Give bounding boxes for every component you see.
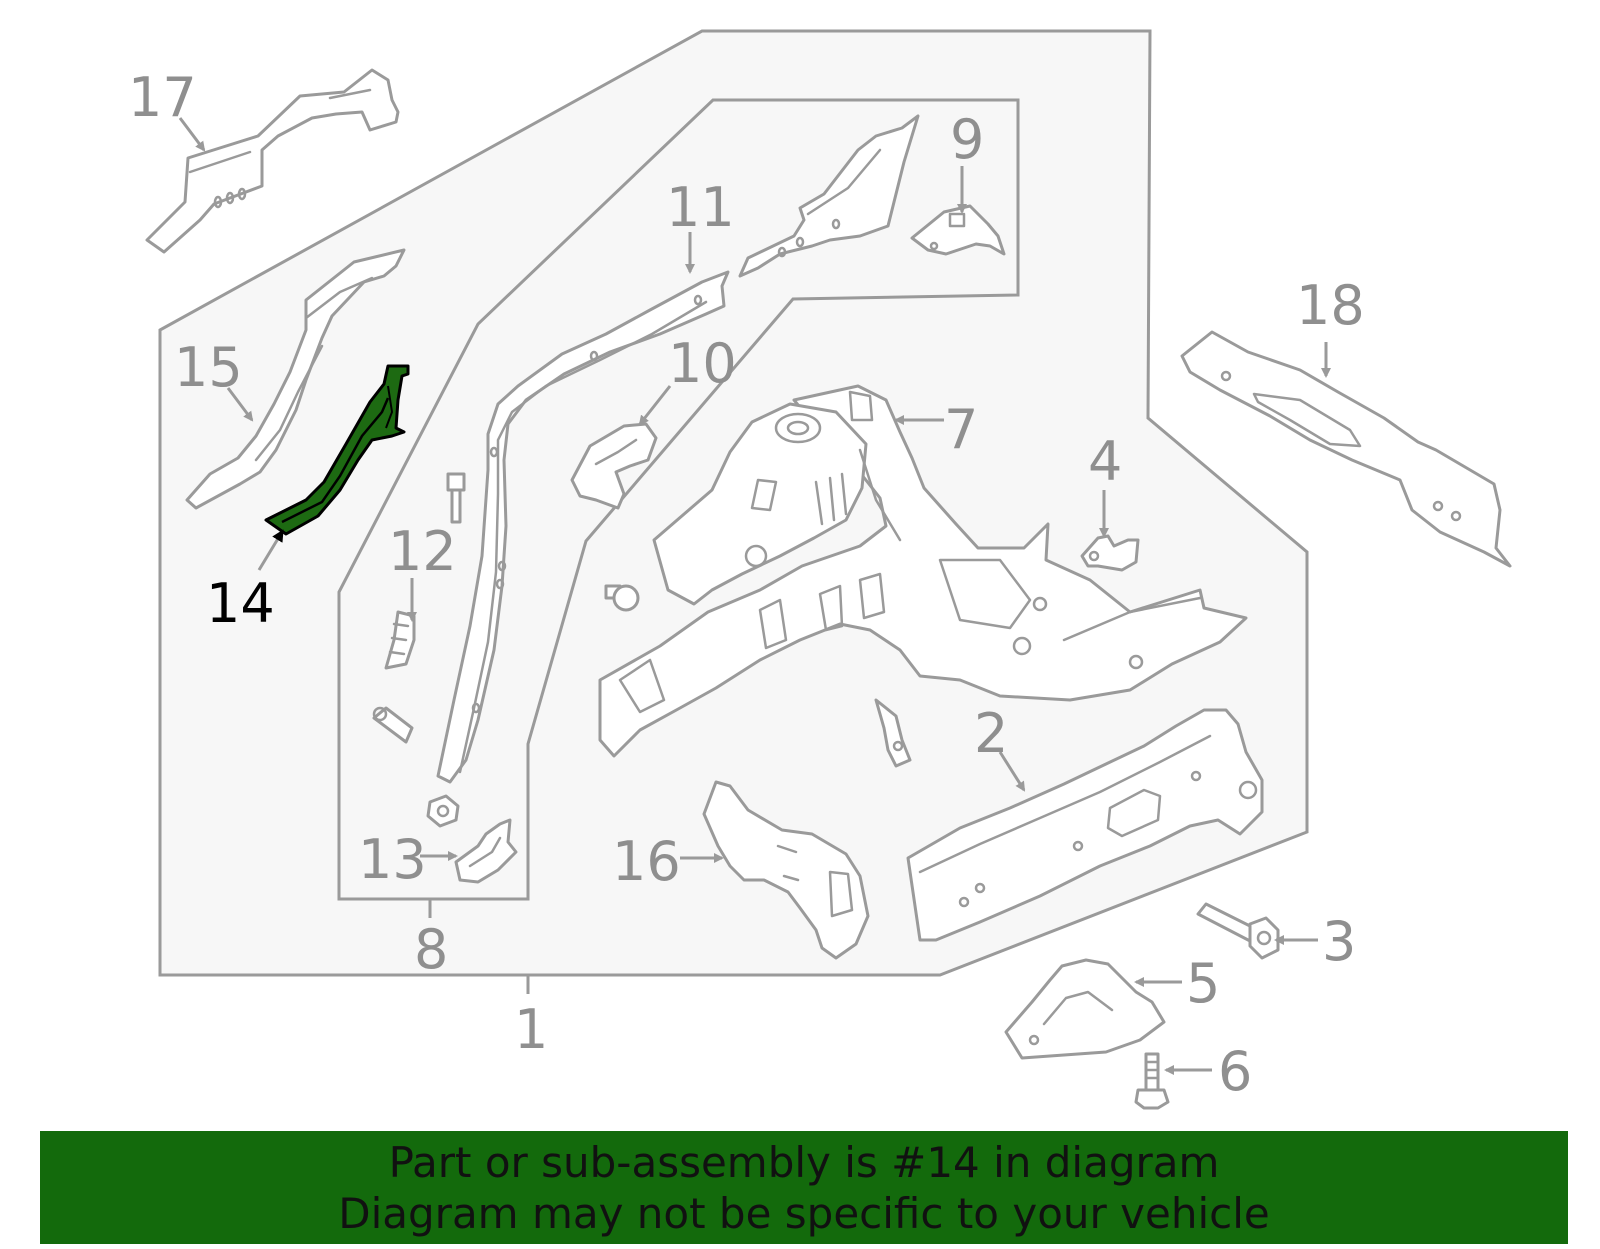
callout-16: 16 xyxy=(612,830,681,893)
callout-18: 18 xyxy=(1296,274,1365,337)
leader-17 xyxy=(178,117,206,152)
part-10-bracket xyxy=(570,422,658,510)
fastener-bolt-middle xyxy=(604,584,640,612)
callout-10: 10 xyxy=(668,332,737,395)
callout-7: 7 xyxy=(944,398,978,461)
leader-14 xyxy=(257,529,284,571)
info-banner: Part or sub-assembly is #14 in diagram D… xyxy=(40,1131,1568,1244)
callout-13: 13 xyxy=(358,828,427,891)
part-2-side-member xyxy=(906,708,1264,942)
callout-17: 17 xyxy=(128,66,197,129)
part-3-bolt xyxy=(1196,902,1280,960)
fastener-nut xyxy=(426,794,460,828)
part-small-bracket xyxy=(874,698,912,768)
callout-3: 3 xyxy=(1322,910,1356,973)
callout-9: 9 xyxy=(950,108,984,171)
fastener-bolt-upper xyxy=(446,472,466,524)
part-5-bracket xyxy=(1004,958,1166,1060)
leader-2 xyxy=(998,751,1026,792)
callout-15: 15 xyxy=(174,336,243,399)
callout-11: 11 xyxy=(666,176,735,239)
subassembly-8-panel xyxy=(337,98,1020,901)
part-upper-pillar-piece xyxy=(738,114,920,278)
callout-8: 8 xyxy=(414,918,448,981)
callout-14: 14 xyxy=(206,572,275,635)
leader-15 xyxy=(226,387,254,422)
banner-line-1: Part or sub-assembly is #14 in diagram xyxy=(388,1137,1220,1187)
part-14-highlighted-reinforcement xyxy=(264,364,410,536)
part-16-support-bracket xyxy=(702,780,870,960)
callout-6: 6 xyxy=(1218,1040,1252,1103)
fastener-clip xyxy=(372,706,414,744)
callout-1: 1 xyxy=(514,998,548,1061)
part-18-cross-member xyxy=(1180,330,1512,568)
callout-2: 2 xyxy=(974,702,1008,765)
callout-5: 5 xyxy=(1186,952,1220,1015)
callout-12: 12 xyxy=(388,520,457,583)
part-17-rail-bracket xyxy=(145,68,400,254)
callout-4: 4 xyxy=(1088,430,1122,493)
part-11-front-pillar xyxy=(436,270,730,784)
part-6-bolt xyxy=(1134,1052,1170,1110)
leader-10 xyxy=(638,385,672,426)
banner-line-2: Diagram may not be specific to your vehi… xyxy=(338,1188,1270,1238)
part-15-pillar-reinforcement xyxy=(185,248,406,510)
part-13-bracket xyxy=(454,818,518,884)
part-7-apron-assembly xyxy=(598,384,1248,758)
